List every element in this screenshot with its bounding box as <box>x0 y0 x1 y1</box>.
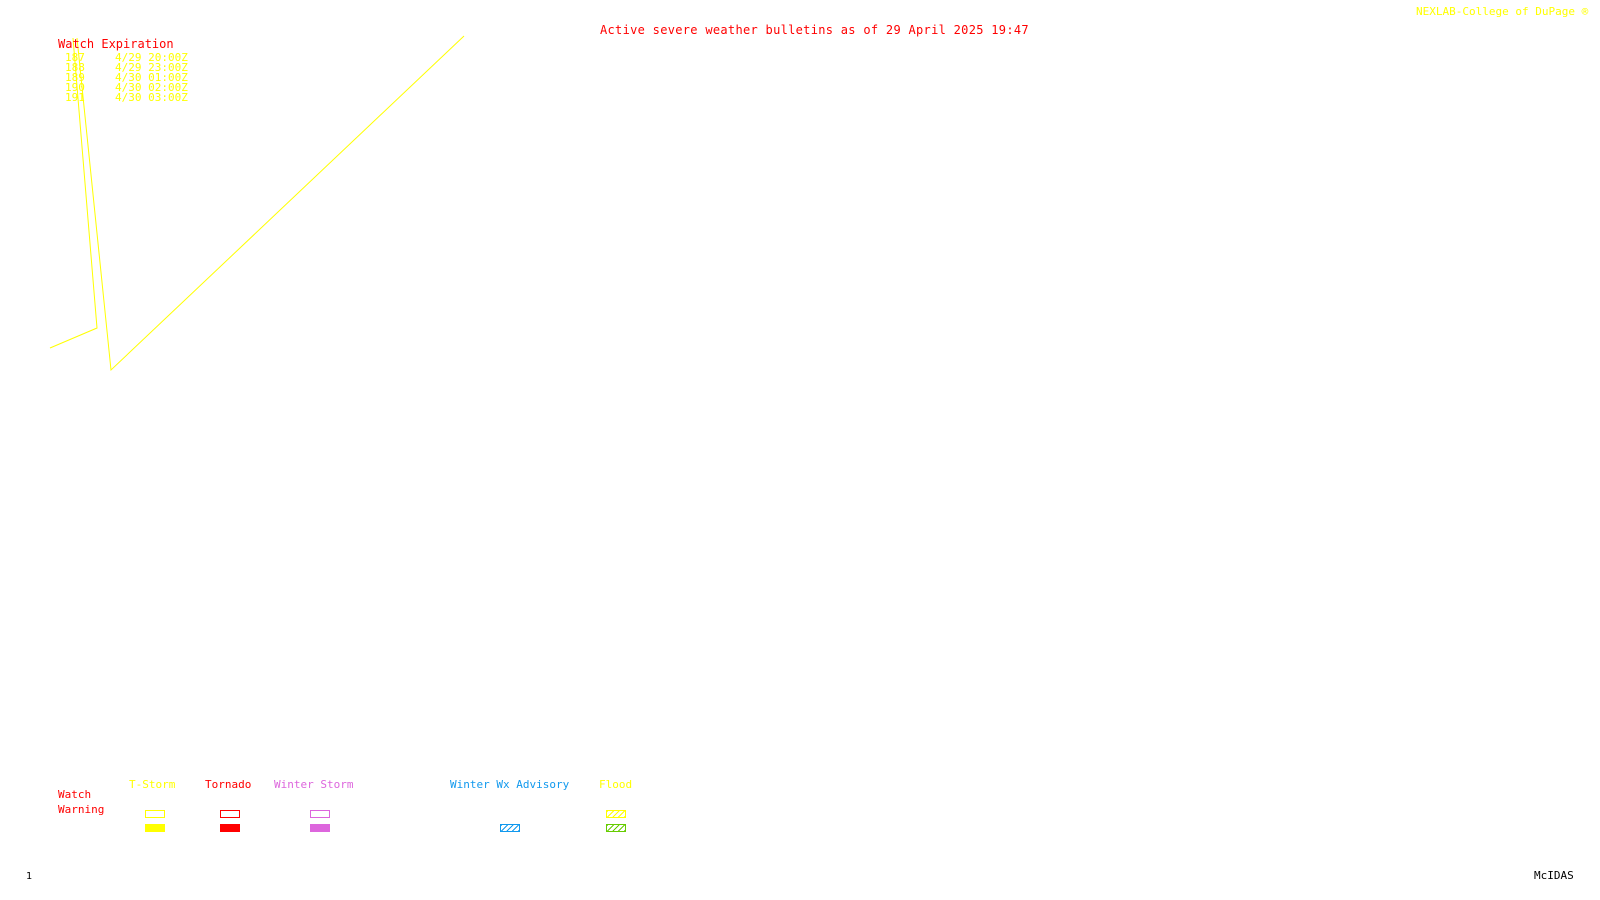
flood-warning-swatch <box>606 824 626 832</box>
legend-tstorm-label: T-Storm <box>129 778 176 791</box>
watch-number: 190 <box>65 81 85 94</box>
winter-storm-warning-swatch <box>310 824 330 832</box>
watch-number: 188 <box>65 61 85 74</box>
credit-label: NEXLAB-College of DuPage ® <box>1416 5 1589 18</box>
watch-expiration: 4/30 01:00Z <box>115 71 188 84</box>
tornado-watch-swatch <box>220 810 240 818</box>
legend-flood-label: Flood <box>599 778 633 791</box>
software-label: McIDAS <box>1534 869 1574 882</box>
tstorm-warning-swatch <box>145 824 165 832</box>
watch-number: 189 <box>65 71 85 84</box>
watch-expiration-heading: Watch Expiration <box>58 37 174 51</box>
tornado-warning-swatch <box>220 824 240 832</box>
watch-expiration: 4/30 03:00Z <box>115 91 188 104</box>
winter-storm-watch-swatch <box>310 810 330 818</box>
legend-tornado-label: Tornado <box>205 778 252 791</box>
winter-wx-advisory-warning-swatch <box>500 824 520 832</box>
watch-number: 187 <box>65 51 85 64</box>
watch-expiration: 4/30 02:00Z <box>115 81 188 94</box>
legend-winter-wx-advisory-label: Winter Wx Advisory <box>450 778 570 791</box>
tstorm-watch-swatch <box>145 810 165 818</box>
watch-number: 191 <box>65 91 85 104</box>
watch-outline-1 <box>49 37 98 349</box>
flood-watch-swatch <box>606 810 626 818</box>
legend-warning-label: Warning <box>58 803 105 816</box>
watch-outline-2 <box>76 35 465 372</box>
bulletin-title: Active severe weather bulletins as of 29… <box>600 23 1029 37</box>
page-number: 1 <box>26 871 33 882</box>
watch-expiration: 4/29 23:00Z <box>115 61 188 74</box>
legend-watch-label: Watch <box>58 788 92 801</box>
watch-expiration: 4/29 20:00Z <box>115 51 188 64</box>
legend-winter-storm-label: Winter Storm <box>274 778 354 791</box>
